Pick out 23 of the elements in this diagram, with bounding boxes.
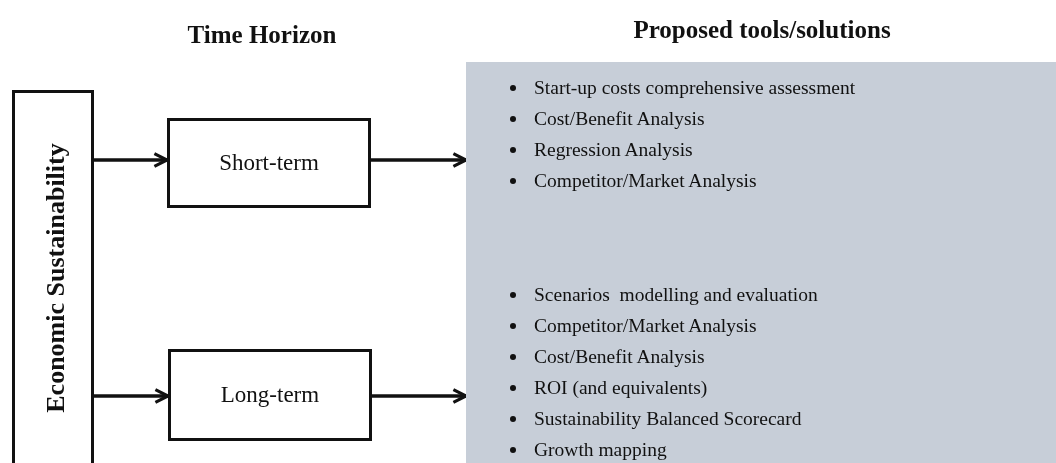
bullet-item: Start-up costs comprehensive assessment (504, 72, 1044, 103)
arrow (372, 388, 468, 404)
bullet-item: Cost/Benefit Analysis (504, 341, 1044, 372)
bullet-item: Competitor/Market Analysis (504, 165, 1044, 196)
arrow (94, 152, 169, 168)
process-box (168, 349, 372, 441)
bullet-item: Competitor/Market Analysis (504, 310, 1044, 341)
bullet-item: Cost/Benefit Analysis (504, 103, 1044, 134)
bullet-item: Regression Analysis (504, 134, 1044, 165)
category-label: Economic Sustainability (41, 143, 71, 413)
panel-background (466, 62, 1056, 463)
process-box (167, 118, 371, 208)
arrow (94, 388, 170, 404)
bullet-item: Sustainability Balanced Scorecard (504, 403, 1044, 434)
category-box (12, 90, 94, 463)
bullet-item: ROI (and equivalents) (504, 372, 1044, 403)
arrow (371, 152, 468, 168)
bullet-item: Growth mapping (504, 434, 1044, 463)
column-heading: Time Horizon (187, 21, 337, 49)
bullet-item: Scenarios modelling and evaluation (504, 279, 1044, 310)
box-label: Short-term (219, 150, 319, 176)
box-label: Long-term (220, 382, 320, 408)
column-heading: Proposed tools/solutions (633, 16, 891, 44)
